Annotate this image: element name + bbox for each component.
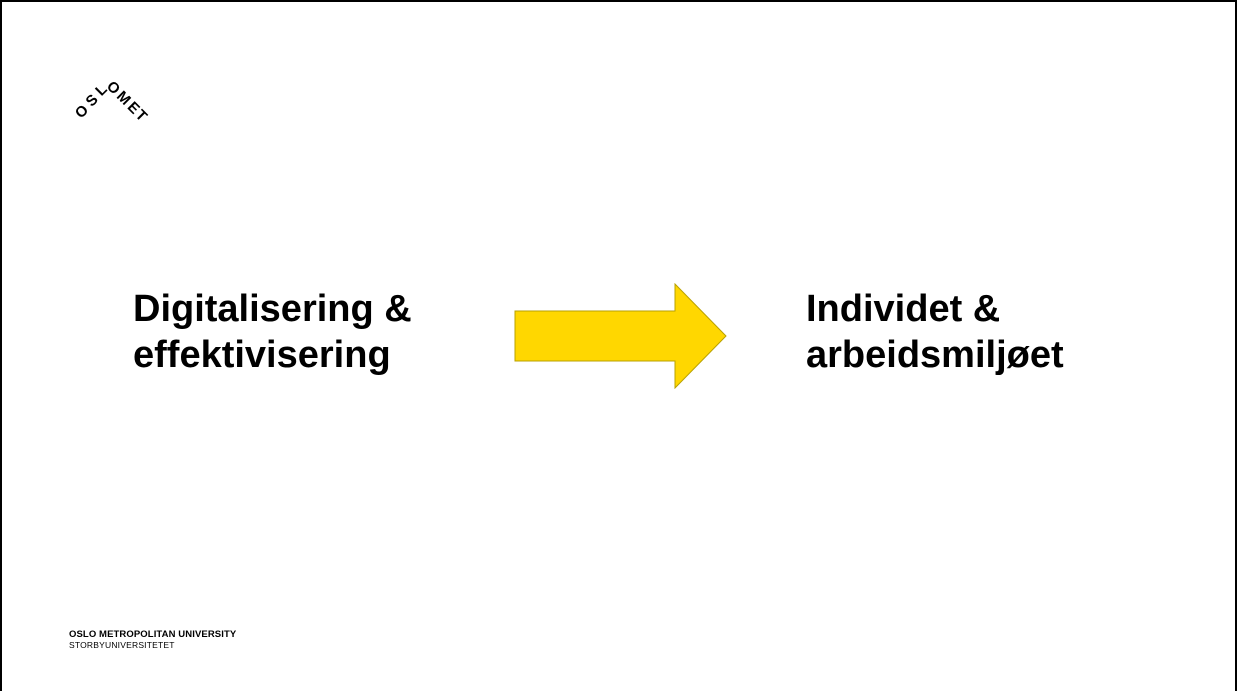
right-arrow-icon xyxy=(514,283,727,389)
source-heading: Digitalisering & effektivisering xyxy=(133,286,412,378)
source-heading-line-1: Digitalisering & xyxy=(133,288,412,330)
university-footer: OSLO METROPOLITAN UNIVERSITY STORBYUNIVE… xyxy=(69,629,236,651)
university-name-norwegian: STORBYUNIVERSITETET xyxy=(69,640,175,650)
source-heading-line-2: effektivisering xyxy=(133,334,391,376)
target-heading-line-2: arbeidsmiljøet xyxy=(806,334,1064,376)
target-heading: Individet & arbeidsmiljøet xyxy=(806,286,1064,378)
university-name-english: OSLO METROPOLITAN UNIVERSITY xyxy=(69,629,237,640)
target-heading-line-1: Individet & xyxy=(806,288,1001,330)
oslomet-logo: O S L O M E T xyxy=(72,78,151,125)
arrow-shape xyxy=(514,283,727,389)
